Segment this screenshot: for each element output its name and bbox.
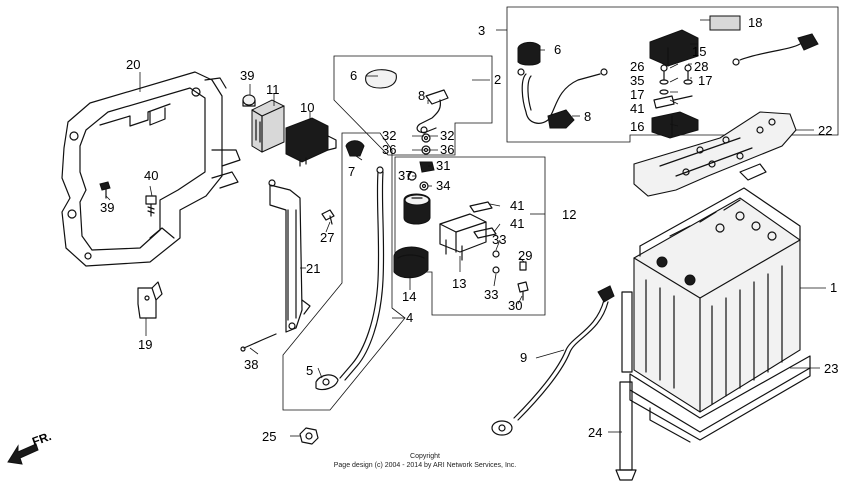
label-part-14[interactable]: 14 xyxy=(402,289,416,304)
label-part-17-right[interactable]: 17 xyxy=(698,73,712,88)
label-part-8-left[interactable]: 8 xyxy=(418,88,425,103)
label-part-31[interactable]: 31 xyxy=(436,158,450,173)
cover-6-left xyxy=(365,69,397,89)
cap-18 xyxy=(709,15,741,31)
label-part-18[interactable]: 18 xyxy=(748,15,762,30)
battery-1 xyxy=(633,187,801,413)
cover-6-right xyxy=(517,41,541,66)
label-part-6-right[interactable]: 6 xyxy=(554,42,561,57)
fuse-box-15 xyxy=(649,29,699,67)
bolt-39-lower xyxy=(99,181,111,199)
group-box-3 xyxy=(506,6,839,143)
label-part-41-upper[interactable]: 41 xyxy=(630,101,644,116)
label-part-24[interactable]: 24 xyxy=(588,425,602,440)
clip-41-upper xyxy=(653,95,693,109)
label-part-41-mid[interactable]: 41 xyxy=(510,198,524,213)
label-part-5[interactable]: 5 xyxy=(306,363,313,378)
label-part-26[interactable]: 26 xyxy=(630,59,644,74)
washers-17-35 xyxy=(659,79,693,95)
label-part-6-left[interactable]: 6 xyxy=(350,68,357,83)
label-part-20[interactable]: 20 xyxy=(126,57,140,72)
label-part-23[interactable]: 23 xyxy=(824,361,838,376)
label-part-25[interactable]: 25 xyxy=(262,429,276,444)
label-part-32-right[interactable]: 32 xyxy=(440,128,454,143)
label-part-38[interactable]: 38 xyxy=(244,357,258,372)
label-part-33-lower[interactable]: 33 xyxy=(484,287,498,302)
pin-38 xyxy=(240,333,277,352)
washer-34 xyxy=(419,181,429,191)
label-part-10[interactable]: 10 xyxy=(300,100,314,115)
label-part-22[interactable]: 22 xyxy=(818,123,832,138)
relay-11 xyxy=(251,99,285,153)
label-part-9[interactable]: 9 xyxy=(520,350,527,365)
nut-25 xyxy=(299,427,319,445)
battery-holder-22 xyxy=(633,111,797,197)
label-part-30[interactable]: 30 xyxy=(508,298,522,313)
label-part-15[interactable]: 15 xyxy=(692,44,706,59)
label-part-7[interactable]: 7 xyxy=(348,164,355,179)
label-part-4[interactable]: 4 xyxy=(406,310,413,325)
washers-32-36 xyxy=(421,133,431,155)
bracket-21 xyxy=(268,179,311,333)
label-part-19[interactable]: 19 xyxy=(138,337,152,352)
label-part-16[interactable]: 16 xyxy=(630,119,644,134)
terminal-8-right xyxy=(547,109,575,129)
ecu-bracket-frame xyxy=(61,71,241,267)
label-part-17-left[interactable]: 17 xyxy=(630,87,644,102)
nut-31 xyxy=(419,161,435,173)
ground-cable-4 xyxy=(315,140,385,391)
bolt-27 xyxy=(321,209,335,225)
label-part-40[interactable]: 40 xyxy=(144,168,158,183)
terminal-8-left xyxy=(416,89,449,134)
label-part-28[interactable]: 28 xyxy=(694,59,708,74)
label-part-29[interactable]: 29 xyxy=(518,248,532,263)
label-part-41-lower[interactable]: 41 xyxy=(510,216,524,231)
bolt-40 xyxy=(145,195,157,217)
solenoid-cap-14 xyxy=(393,246,429,279)
part-labels: 20 39 11 10 39 40 19 21 27 38 25 5 4 7 6… xyxy=(100,15,838,444)
label-part-8-right[interactable]: 8 xyxy=(584,109,591,124)
label-part-39-upper[interactable]: 39 xyxy=(240,68,254,83)
label-part-1[interactable]: 1 xyxy=(830,280,837,295)
module-10 xyxy=(285,117,337,167)
bracket-13 xyxy=(439,213,487,261)
fuse-cable-3 xyxy=(732,33,819,66)
vent-tube-24 xyxy=(615,291,637,481)
label-part-13[interactable]: 13 xyxy=(452,276,466,291)
copyright-line-1: Copyright xyxy=(410,453,440,460)
label-part-32-left[interactable]: 32 xyxy=(382,128,396,143)
label-part-34[interactable]: 34 xyxy=(436,178,450,193)
label-part-2[interactable]: 2 xyxy=(494,72,501,87)
negative-cable-9 xyxy=(491,285,615,436)
copyright-line-2: Page design (c) 2004 - 2014 by ARI Netwo… xyxy=(334,462,517,469)
grommet-39-upper xyxy=(242,94,256,107)
clips-41-group12 xyxy=(469,201,497,239)
label-part-39-lower[interactable]: 39 xyxy=(100,200,114,215)
label-part-36-right[interactable]: 36 xyxy=(440,142,454,157)
label-part-37[interactable]: 37 xyxy=(398,168,412,183)
group-box-4 xyxy=(282,132,406,411)
label-part-35[interactable]: 35 xyxy=(630,73,644,88)
front-arrow-icon xyxy=(7,443,39,465)
label-part-21[interactable]: 21 xyxy=(306,261,320,276)
front-direction-indicator: FR. xyxy=(7,429,53,465)
label-part-33-upper[interactable]: 33 xyxy=(492,232,506,247)
clip-19 xyxy=(137,281,163,319)
group-box-2 xyxy=(333,55,493,156)
label-part-11[interactable]: 11 xyxy=(266,82,280,97)
leader-lines xyxy=(105,19,826,437)
label-part-27[interactable]: 27 xyxy=(320,230,334,245)
label-part-3[interactable]: 3 xyxy=(478,23,485,38)
front-direction-label: FR. xyxy=(30,429,53,449)
screws-26-28 xyxy=(660,64,692,81)
cable-positive xyxy=(517,68,608,124)
label-part-36-left[interactable]: 36 xyxy=(382,142,396,157)
solenoid-12 xyxy=(403,193,431,225)
label-part-12[interactable]: 12 xyxy=(562,207,576,222)
